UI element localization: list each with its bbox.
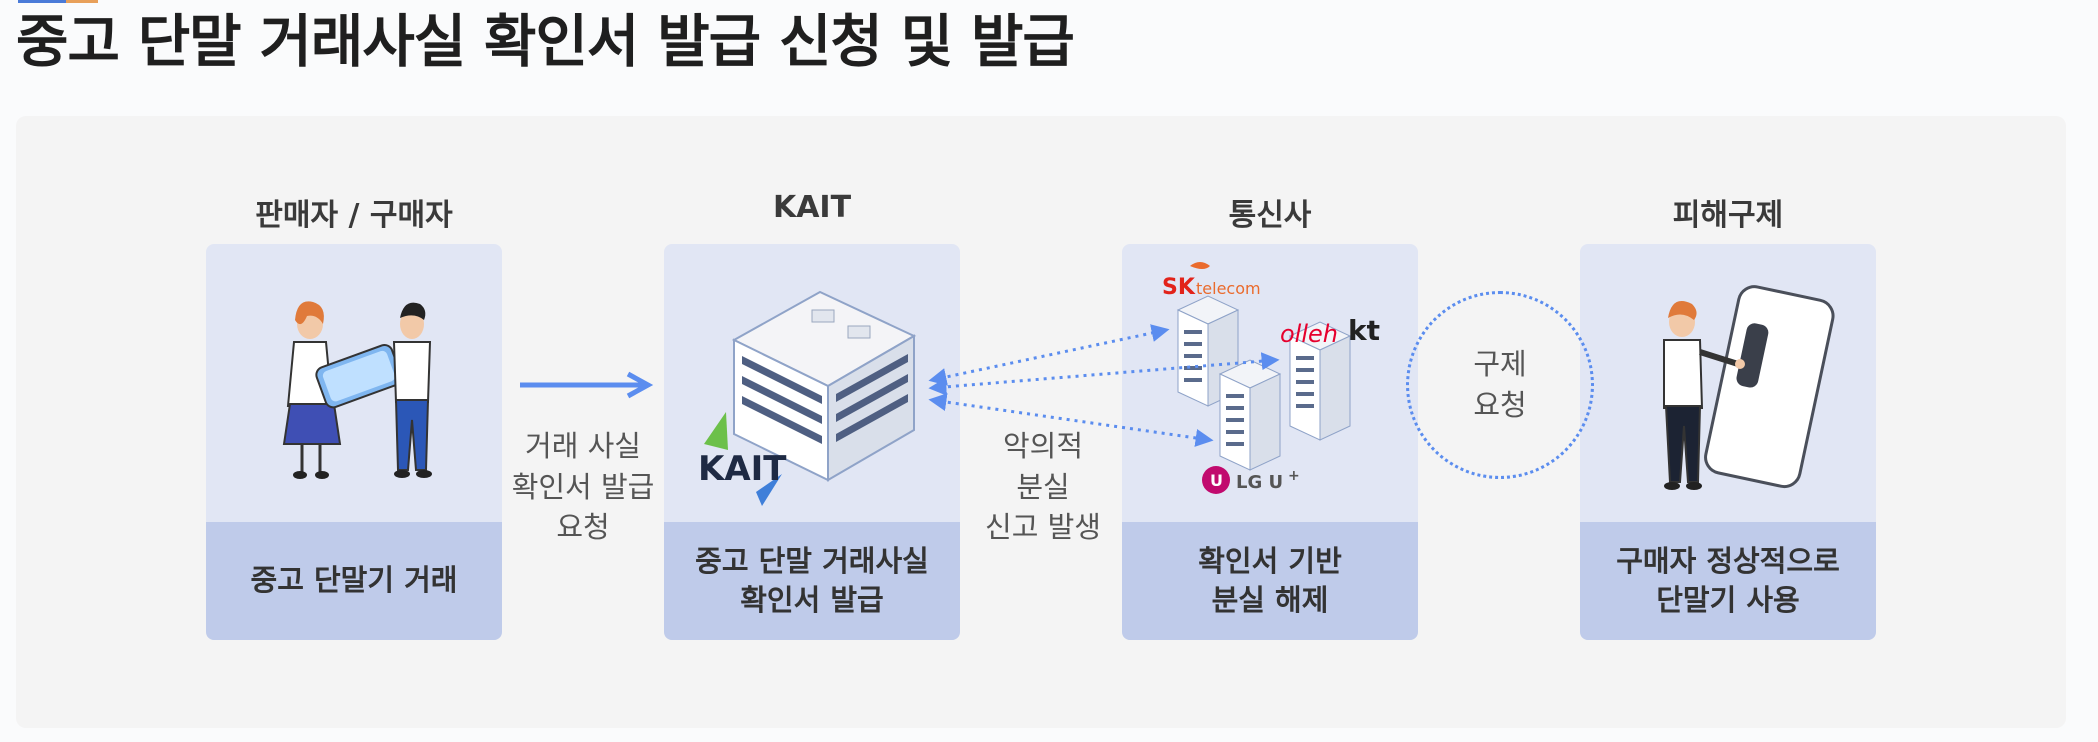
dotted-arrow-kt-icon [928,352,1280,396]
card-relief: 구매자 정상적으로 단말기 사용 [1580,244,1876,640]
card-caption: 확인서 기반 분실 해제 [1122,522,1418,640]
label-malicious-report: 악의적 분실 신고 발생 [985,429,1101,545]
card-caption: 중고 단말기 거래 [206,522,502,640]
column-title-kait: KAIT [772,190,852,225]
card-caption: 구매자 정상적으로 단말기 사용 [1580,522,1876,640]
kait-logo-text: KAIT [698,449,787,489]
column-title-carrier: 통신사 [1228,198,1312,233]
people-trading-phone-icon [282,301,432,479]
kt-logo-sub: kt [1348,314,1380,347]
card-seller-buyer: 중고 단말기 거래 [206,244,502,640]
title-accent-bar [18,0,98,3]
buyer-with-phone-icon [1663,285,1835,490]
svg-text:+: + [1288,468,1300,484]
dotted-arrow-sk-icon [928,324,1170,386]
label-request-issue: 거래 사실 확인서 발급 요청 [511,429,655,545]
dotted-arrow-lg-icon [928,393,1214,447]
arrowhead-icon [626,371,654,399]
lg-logo-text: LG U [1236,472,1283,493]
column-title-seller-buyer: 판매자 / 구매자 [255,198,453,233]
page-title: 중고 단말 거래사실 확인서 발급 신청 및 발급 [16,9,1075,75]
sk-logo-text: SK [1162,275,1196,300]
card-kait: KAIT 중고 단말 거래사실 확인서 발급 [664,244,960,640]
column-title-relief: 피해구제 [1672,198,1784,233]
kait-building-icon: KAIT [698,290,917,506]
kt-logo-text: olleh [1280,320,1338,348]
sk-logo-sub: telecom [1196,279,1261,298]
relief-request-circle: 구제 요청 [1406,291,1594,479]
card-caption: 중고 단말 거래사실 확인서 발급 [664,522,960,640]
svg-text:U: U [1210,471,1223,490]
